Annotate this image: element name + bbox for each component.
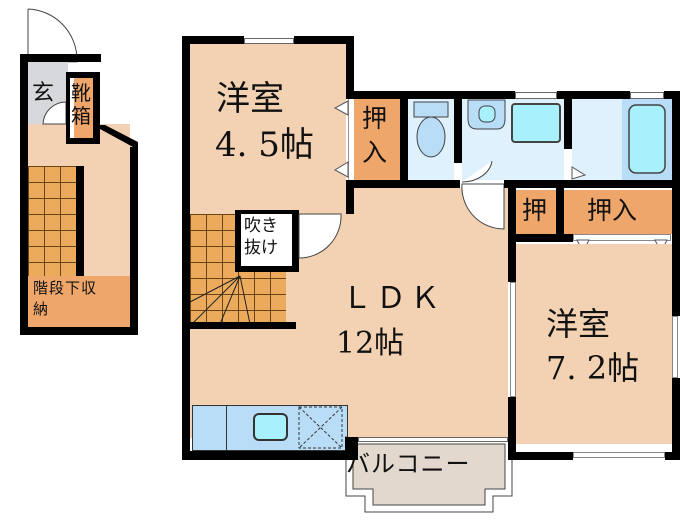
western-room-4-5 bbox=[190, 44, 346, 196]
stairwell-void bbox=[241, 214, 292, 266]
ldk-door-swing bbox=[298, 213, 342, 259]
understair-storage-label-1: 階段下収 bbox=[33, 279, 98, 297]
western-room-4-5-label-1: 洋室 bbox=[216, 79, 284, 119]
closet-2 bbox=[516, 190, 556, 234]
genkan-label: 玄 bbox=[32, 81, 55, 106]
washbasin-fixture bbox=[467, 99, 561, 143]
closet-3-label: 押入 bbox=[587, 196, 638, 225]
closet-1-label-1: 押 bbox=[362, 104, 388, 133]
shoe-cabinet-label-2: 箱 bbox=[71, 104, 91, 128]
void-label-2: 抜け bbox=[244, 238, 278, 258]
shoe-cabinet-label-1: 靴 bbox=[71, 81, 91, 105]
bathtub-fixture bbox=[628, 104, 666, 174]
balcony bbox=[345, 436, 513, 513]
closet-2-label: 押 bbox=[522, 196, 548, 225]
bath-entry bbox=[572, 99, 622, 180]
washroom-door-swing bbox=[461, 160, 493, 183]
void-label-1: 吹き bbox=[244, 216, 278, 236]
ldk-label-1: ＬＤＫ bbox=[342, 281, 444, 316]
western-room-7-2 bbox=[516, 244, 672, 444]
fridge-space bbox=[298, 406, 343, 449]
toilet-fixture bbox=[413, 101, 449, 158]
hall-door-swing bbox=[461, 183, 505, 230]
understair-storage bbox=[28, 276, 130, 327]
closet-1 bbox=[354, 99, 400, 180]
kitchen-sink bbox=[253, 413, 288, 441]
genkan-door-swing bbox=[42, 101, 67, 125]
balcony-label: バルコニー bbox=[346, 450, 471, 478]
shoe-cabinet bbox=[73, 78, 93, 138]
closet-3 bbox=[564, 190, 672, 234]
understair-storage-label-2: 納 bbox=[33, 300, 49, 318]
stairs-lower bbox=[28, 166, 76, 276]
western-room-7-2-label-2: 7. 2帖 bbox=[546, 349, 640, 387]
western-room-4-5-label-2: 4. 5帖 bbox=[215, 125, 314, 165]
western-room-7-2-label-1: 洋室 bbox=[546, 305, 611, 343]
closet-1-label-2: 入 bbox=[362, 138, 388, 167]
ldk-label-2: 12帖 bbox=[336, 326, 405, 361]
